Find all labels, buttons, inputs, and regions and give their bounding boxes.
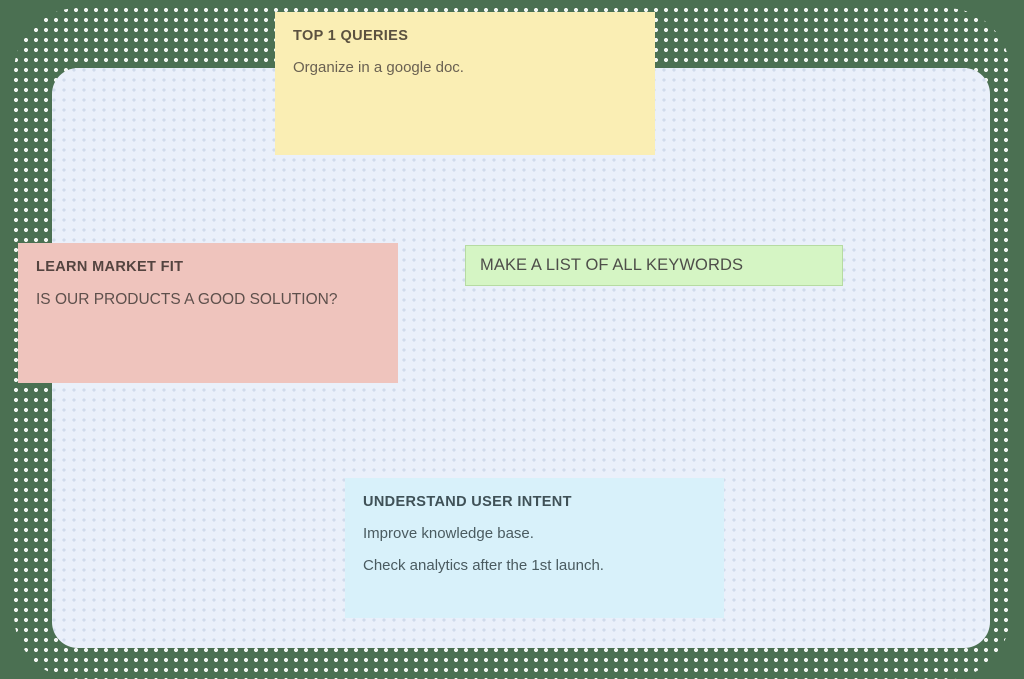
sticky-note-line: Improve knowledge base. bbox=[363, 525, 534, 543]
sticky-note-top-queries[interactable]: TOP 1 QUERIES Organize in a google doc. bbox=[275, 12, 655, 155]
sticky-note-line: MAKE A LIST OF ALL KEYWORDS bbox=[480, 256, 744, 275]
sticky-note-title: LEARN MARKET FIT bbox=[36, 259, 184, 275]
sticky-note-user-intent[interactable]: UNDERSTAND USER INTENT Improve knowledge… bbox=[345, 478, 724, 618]
sticky-note-title: UNDERSTAND USER INTENT bbox=[363, 494, 572, 510]
sticky-note-title: TOP 1 QUERIES bbox=[293, 28, 409, 44]
sticky-note-line: Organize in a google doc. bbox=[293, 59, 464, 77]
sticky-note-make-list[interactable]: MAKE A LIST OF ALL KEYWORDS bbox=[465, 245, 843, 286]
sticky-note-line: Check analytics after the 1st launch. bbox=[363, 557, 604, 575]
sticky-note-line: IS OUR PRODUCTS A GOOD SOLUTION? bbox=[36, 291, 338, 309]
sticky-note-learn-market-fit[interactable]: LEARN MARKET FIT IS OUR PRODUCTS A GOOD … bbox=[18, 243, 398, 383]
